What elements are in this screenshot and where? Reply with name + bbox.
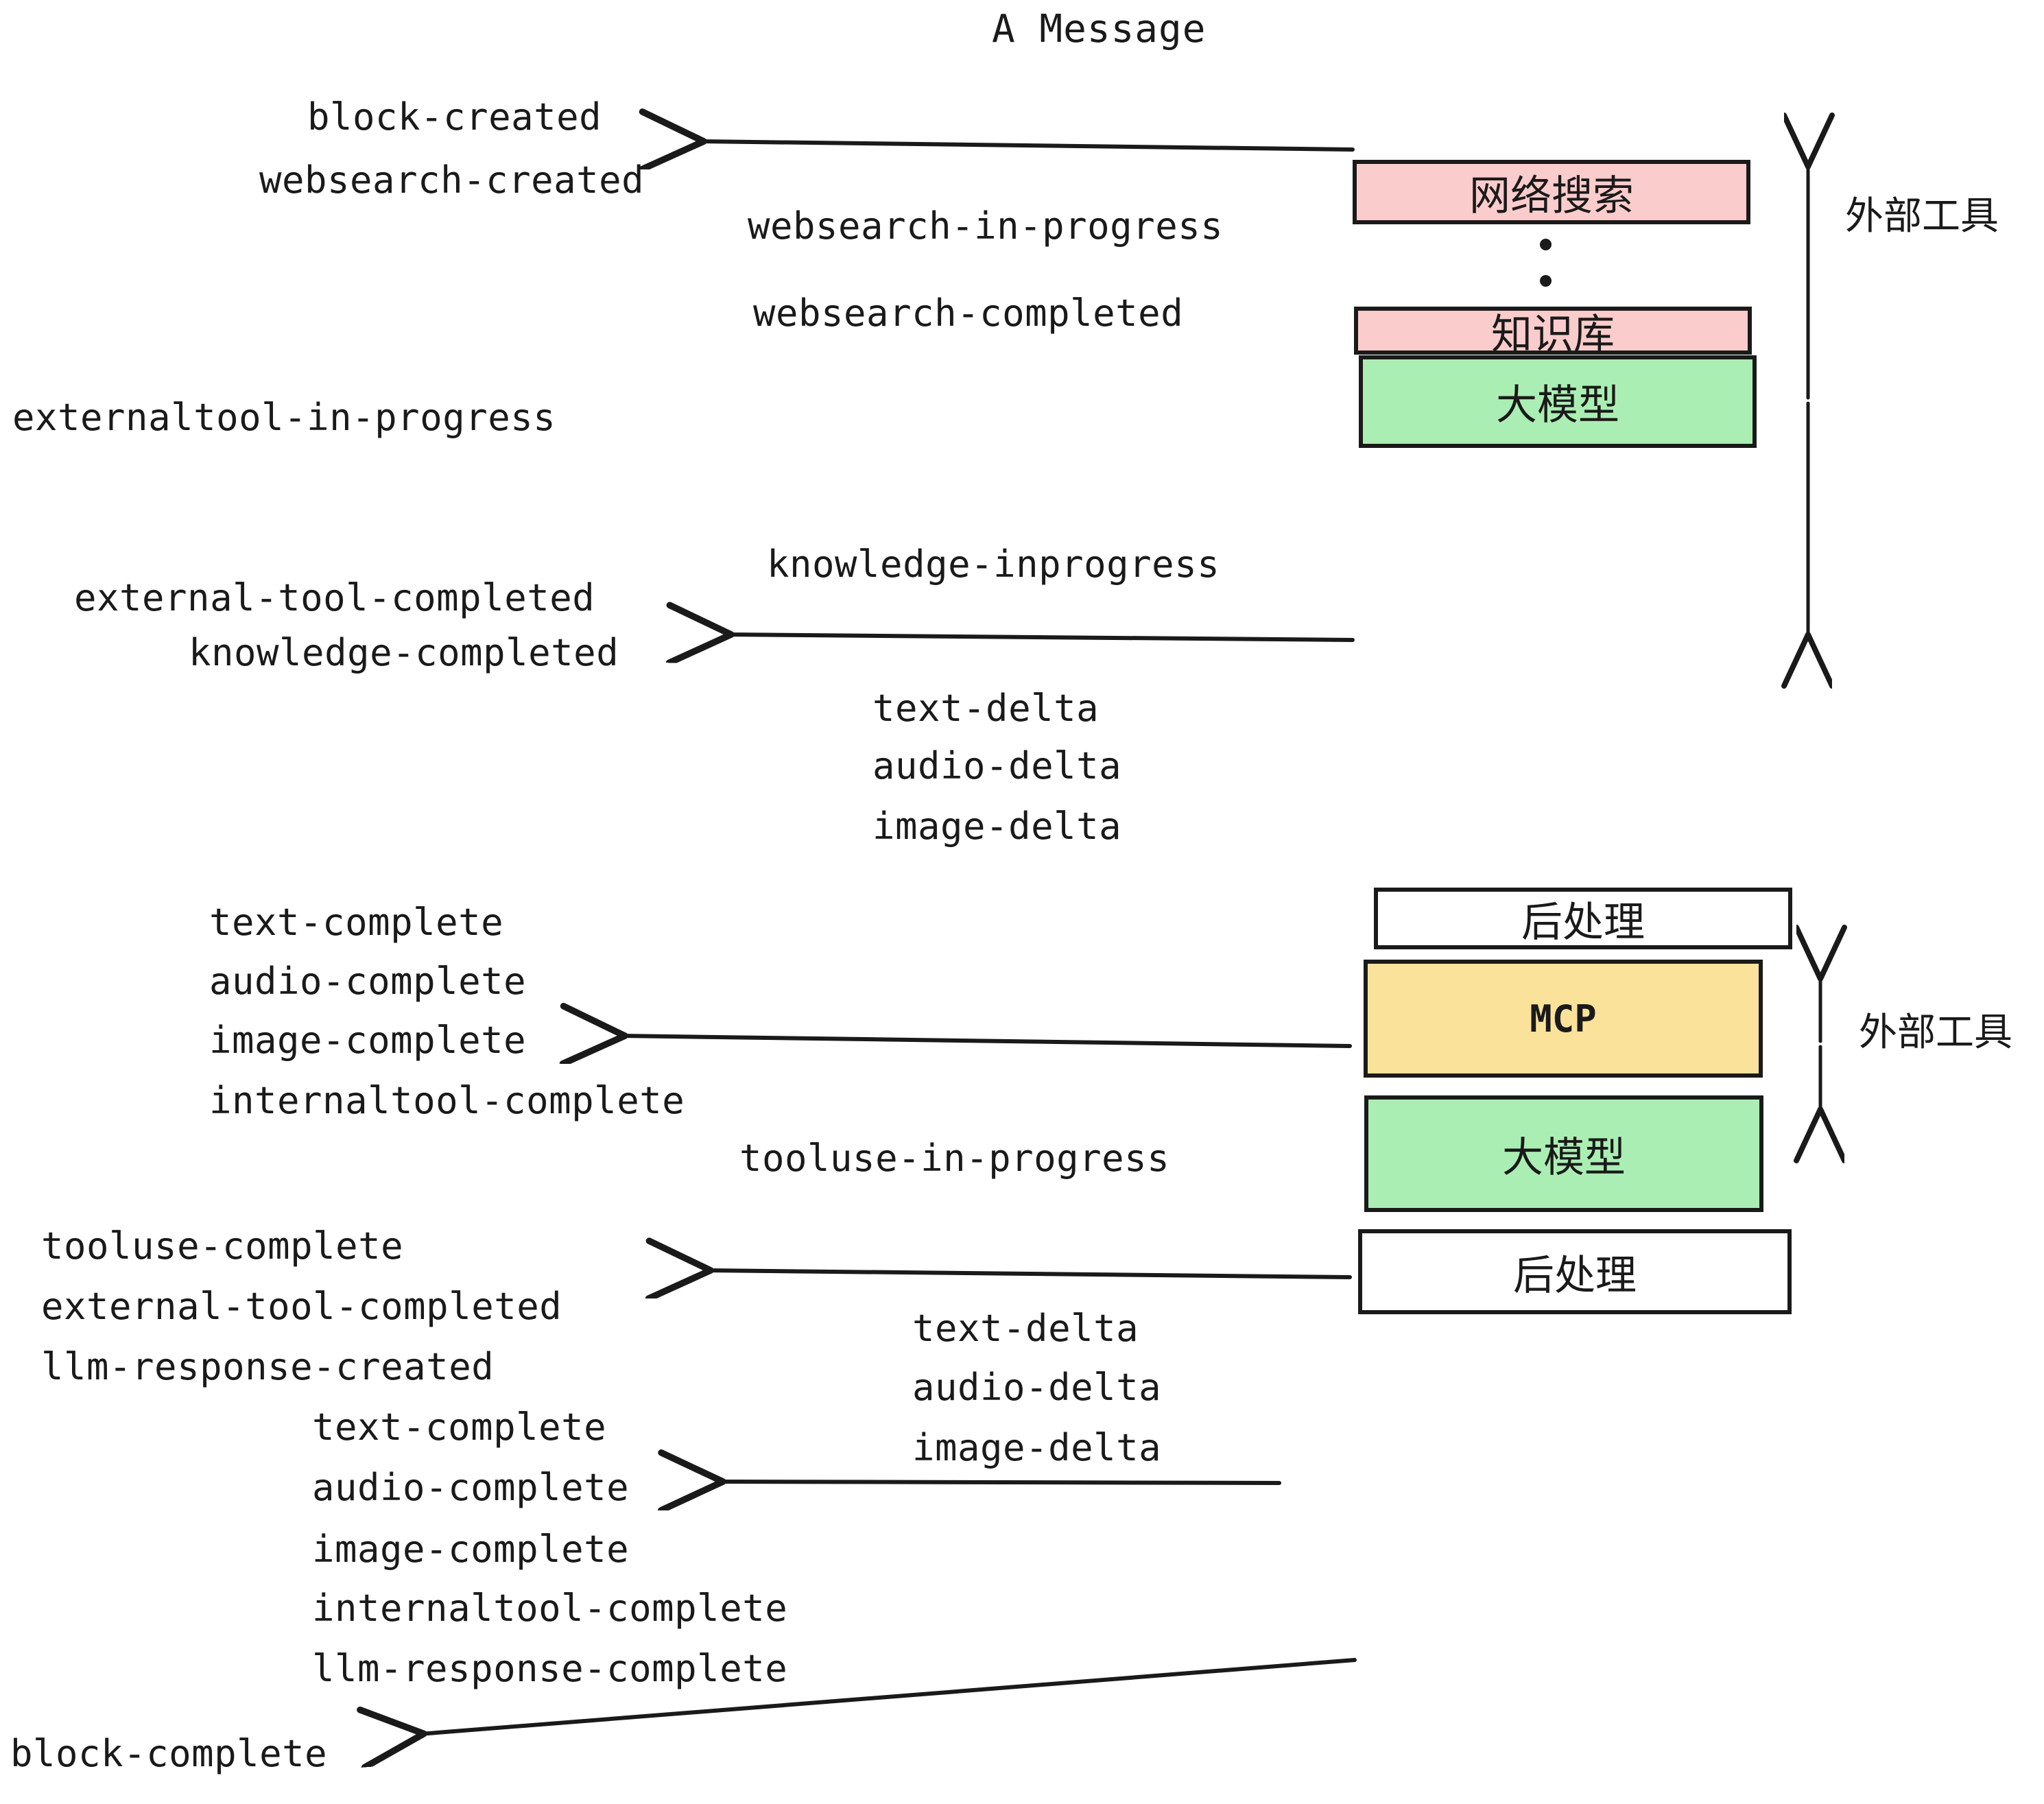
arrow-knowledge-out bbox=[727, 634, 1355, 640]
event-label-knowledge-completed: knowledge-completed bbox=[189, 631, 619, 674]
event-label-external-tool-completed-2: external-tool-completed bbox=[41, 1285, 562, 1328]
node-postprocess-1[interactable]: 后处理 bbox=[1374, 888, 1792, 949]
event-label-audio-complete-2: audio-complete bbox=[312, 1466, 630, 1509]
event-label-websearch-in-progress: websearch-in-progress bbox=[748, 204, 1224, 248]
node-knowledge[interactable]: 知识库 bbox=[1354, 307, 1752, 359]
event-label-block-complete: block-complete bbox=[10, 1732, 328, 1775]
arrow-postprocess-out bbox=[621, 1036, 1352, 1046]
event-label-text-complete-1: text-complete bbox=[209, 901, 504, 944]
event-label-llm-response-complete: llm-response-complete bbox=[312, 1647, 788, 1690]
event-label-image-complete-1: image-complete bbox=[209, 1019, 527, 1062]
event-label-text-complete-2: text-complete bbox=[312, 1405, 607, 1449]
event-label-internaltool-complete-2: internaltool-complete bbox=[312, 1587, 788, 1630]
event-label-external-tool-completed-1: external-tool-completed bbox=[74, 576, 595, 619]
arrow-mcp-out bbox=[706, 1270, 1352, 1277]
node-llm-1[interactable]: 大模型 bbox=[1359, 355, 1757, 448]
event-label-image-delta-2: image-delta bbox=[912, 1426, 1162, 1469]
event-label-block-created: block-created bbox=[307, 95, 602, 139]
node-postprocess-2[interactable]: 后处理 bbox=[1358, 1229, 1792, 1314]
event-label-externaltool-in-progress: externaltool-in-progress bbox=[12, 396, 556, 439]
arrow-llm2-out bbox=[719, 1482, 1281, 1483]
event-label-tooluse-in-progress: tooluse-in-progress bbox=[739, 1137, 1170, 1180]
ellipsis-dot bbox=[1540, 239, 1552, 250]
event-label-llm-response-created: llm-response-created bbox=[41, 1345, 495, 1388]
node-mcp[interactable]: MCP bbox=[1364, 960, 1763, 1078]
event-label-internaltool-complete-1: internaltool-complete bbox=[209, 1079, 685, 1122]
event-label-tooluse-complete: tooluse-complete bbox=[41, 1224, 404, 1268]
event-label-text-delta-1: text-delta bbox=[872, 687, 1100, 730]
event-label-image-complete-2: image-complete bbox=[312, 1528, 630, 1571]
event-label-audio-delta-1: audio-delta bbox=[872, 744, 1122, 787]
ellipsis-dot bbox=[1540, 275, 1552, 287]
node-websearch[interactable]: 网络搜索 bbox=[1353, 160, 1750, 224]
label-external-tool-top: 外部工具 bbox=[1845, 194, 1999, 239]
label-external-tool-bottom: 外部工具 bbox=[1859, 1010, 2012, 1055]
event-label-websearch-completed: websearch-completed bbox=[753, 292, 1184, 335]
node-llm-2[interactable]: 大模型 bbox=[1364, 1095, 1763, 1212]
event-label-knowledge-inprogress: knowledge-inprogress bbox=[767, 543, 1220, 586]
arrow-websearch-out bbox=[700, 141, 1355, 150]
event-label-image-delta-1: image-delta bbox=[872, 805, 1122, 848]
event-label-text-delta-2: text-delta bbox=[912, 1307, 1139, 1350]
event-label-websearch-created: websearch-created bbox=[259, 158, 645, 202]
page-title: A Message bbox=[992, 7, 1207, 51]
event-label-audio-complete-1: audio-complete bbox=[209, 960, 527, 1003]
event-label-audio-delta-2: audio-delta bbox=[912, 1366, 1162, 1409]
